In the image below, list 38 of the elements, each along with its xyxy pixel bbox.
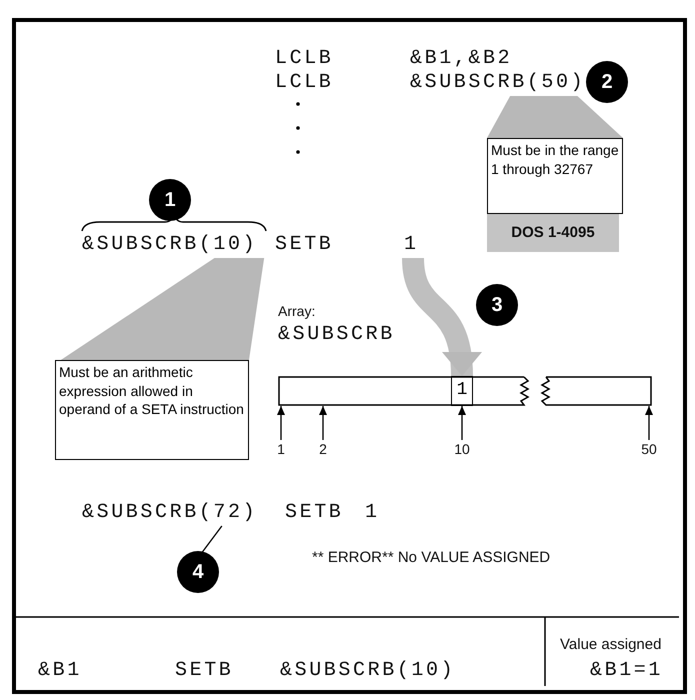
- code-operand: 1: [404, 232, 422, 258]
- leader-line: [202, 526, 222, 553]
- error-message: ** ERROR** No VALUE ASSIGNED: [312, 549, 550, 567]
- code-operand: &B1,&B2: [410, 46, 512, 72]
- code-operand: &SUBSCRB(72): [82, 500, 266, 526]
- code-keyword: SETB: [285, 500, 344, 526]
- index-number: 2: [316, 440, 330, 458]
- code-operand: 1: [365, 500, 380, 526]
- callout-number: 3: [476, 284, 518, 326]
- index-number: 10: [452, 440, 472, 458]
- index-number: 1: [274, 440, 288, 458]
- callout-number: 1: [149, 179, 191, 221]
- arrow: [402, 257, 481, 377]
- arrow: [458, 406, 466, 440]
- result-heading: Value assigned: [560, 636, 662, 654]
- code-keyword: SETB: [175, 658, 234, 684]
- callout-pointer: [487, 96, 623, 138]
- code-operand: &B1: [38, 658, 82, 684]
- result-value: &B1=1: [590, 658, 664, 684]
- arrow: [319, 406, 327, 440]
- callout-number: 2: [586, 61, 628, 103]
- code-keyword: LCLB: [275, 46, 334, 72]
- code-operand: &SUBSCRB(10): [82, 232, 266, 258]
- array-element: 1: [451, 376, 473, 406]
- callout-box: Must be an arithmetic expression allowed in operand of a SETA instruction: [55, 360, 249, 460]
- array-name: &SUBSCRB: [278, 322, 395, 348]
- code-keyword: SETB: [275, 232, 334, 258]
- arrow: [645, 406, 653, 440]
- note-band: DOS 1-4095: [487, 214, 619, 252]
- callout-box: Must be in the range 1 through 32767: [487, 138, 623, 214]
- code-operand: &SUBSCRB(10): [280, 658, 456, 684]
- callout-pointer: [60, 258, 264, 360]
- array-bar-drawing: [278, 376, 652, 406]
- array-label: Array:: [278, 302, 316, 320]
- index-number: 50: [638, 440, 660, 458]
- code-keyword: LCLB: [275, 70, 334, 96]
- arrow: [277, 406, 285, 440]
- callout-number: 4: [177, 551, 219, 593]
